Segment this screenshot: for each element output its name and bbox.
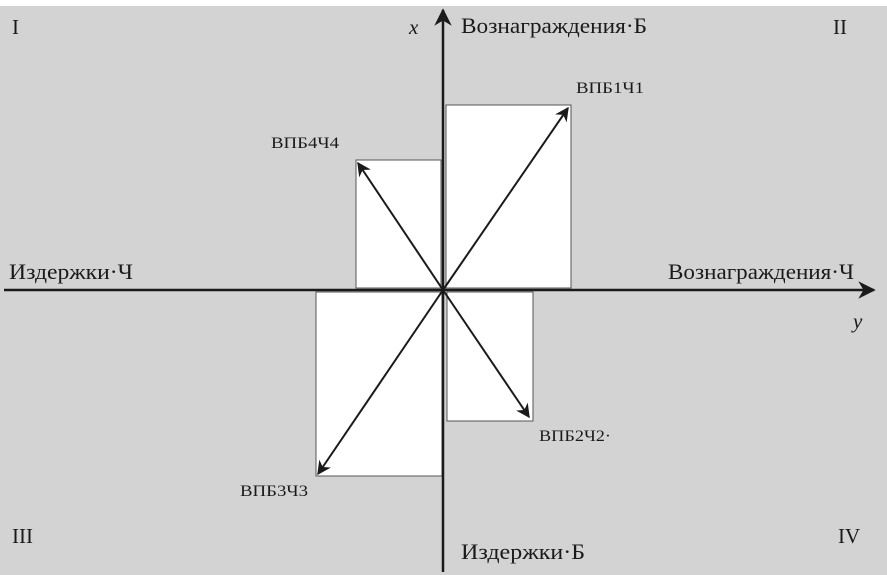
- quadrant-label-1: I: [12, 15, 19, 39]
- axis-var-x: x: [408, 15, 419, 39]
- vector-label-vpb4ch4: ВПБ4Ч4: [271, 135, 339, 152]
- vector-vpb3ch3-arrow: [317, 289, 444, 476]
- vector-label-vpb3ch3: ВПБ3Ч3: [240, 483, 308, 500]
- quadrant-label-4: IV: [838, 524, 860, 548]
- vector-label-vpb1ch1: ВПБ1Ч1: [576, 80, 644, 97]
- vector-vpb1ch1-arrow: [442, 106, 569, 291]
- axis-var-y: y: [851, 309, 863, 333]
- vector-vpb2ch2-arrow: [442, 289, 530, 419]
- axis-label-right: Вознаграждения·Ч: [668, 259, 854, 284]
- vector-vpb4ch4-arrow: [357, 161, 444, 291]
- quadrant-label-3: III: [12, 524, 33, 548]
- axis-label-bottom: Издержки·Б: [461, 539, 585, 564]
- axis-label-left: Издержки·Ч: [9, 259, 133, 284]
- quadrant-label-2: II: [833, 15, 847, 39]
- vector-label-vpb2ch2: ВПБ2Ч2·: [539, 428, 611, 445]
- box-vpb2ch2: [446, 291, 534, 422]
- axis-label-top: Вознаграждения·Б: [461, 13, 647, 38]
